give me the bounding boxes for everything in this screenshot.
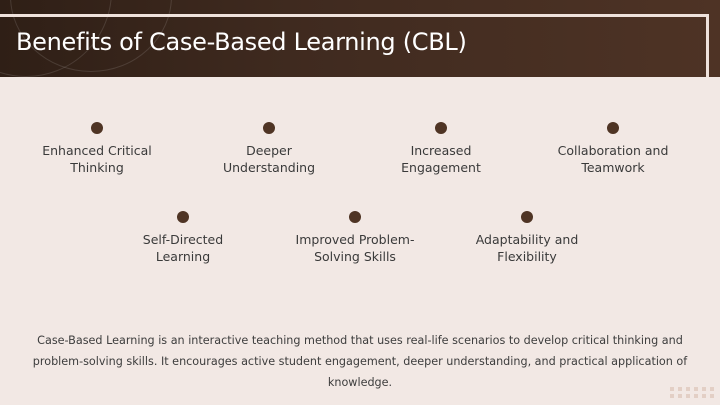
summary-paragraph: Case-Based Learning is an interactive te… [32, 334, 688, 389]
bullet-dot-icon [607, 122, 619, 134]
decorative-dot-grid-icon [670, 387, 714, 398]
benefit-label: Deeper Understanding [222, 143, 316, 175]
benefit-label: Self-Directed Learning [142, 232, 224, 264]
benefit-label: Adaptability and Flexibility [475, 232, 579, 264]
benefit-item: Enhanced Critical Thinking [22, 122, 172, 176]
benefit-label: Improved Problem-Solving Skills [295, 232, 415, 264]
benefit-item: Deeper Understanding [194, 122, 344, 176]
benefit-item: Adaptability and Flexibility [452, 211, 602, 265]
slide-title: Benefits of Case-Based Learning (CBL) [16, 28, 467, 56]
benefit-label: Increased Engagement [401, 143, 481, 175]
title-banner: Benefits of Case-Based Learning (CBL) [0, 0, 720, 77]
frame-line-top [0, 14, 709, 17]
frame-line-right [706, 14, 709, 77]
benefit-item: Collaboration and Teamwork [538, 122, 688, 176]
bullet-dot-icon [263, 122, 275, 134]
bullet-dot-icon [177, 211, 189, 223]
bullet-dot-icon [91, 122, 103, 134]
benefit-item: Increased Engagement [366, 122, 516, 176]
bullet-dot-icon [435, 122, 447, 134]
benefit-label: Enhanced Critical Thinking [42, 143, 152, 175]
benefit-label: Collaboration and Teamwork [557, 143, 669, 175]
benefit-item: Self-Directed Learning [108, 211, 258, 265]
benefit-item: Improved Problem-Solving Skills [280, 211, 430, 265]
bullet-dot-icon [521, 211, 533, 223]
bullet-dot-icon [349, 211, 361, 223]
